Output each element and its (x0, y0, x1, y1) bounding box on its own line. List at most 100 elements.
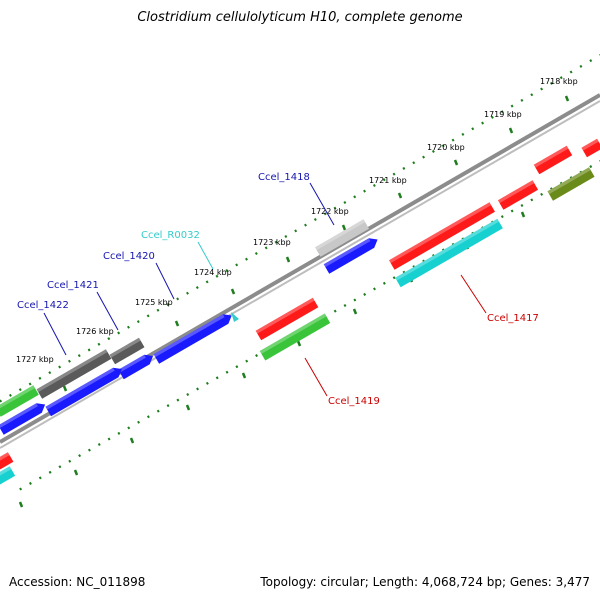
outer-tick-dot (323, 212, 327, 216)
inner-tick-dot (176, 398, 180, 402)
backbone-line-inner (0, 100, 600, 449)
major-tick (508, 127, 514, 134)
outer-tick-dot (48, 371, 52, 375)
outer-tick-dot (431, 149, 435, 153)
inner-tick-dot (137, 420, 141, 424)
outer-tick-dot (422, 155, 426, 159)
inner-tick-dot (245, 359, 249, 363)
gene-features (0, 138, 600, 485)
gene-label-leader (460, 274, 487, 314)
outer-tick-dot (481, 121, 485, 125)
outer-tick-dot (313, 217, 317, 222)
inner-tick-dot (373, 287, 376, 291)
outer-tick-dot (530, 93, 534, 97)
inner-tick-dot (68, 459, 72, 463)
outer-tick-dot (156, 308, 160, 312)
tick-label: 1722 kbp (311, 207, 349, 216)
outer-tick-dot (412, 161, 416, 165)
gene-forward-e-highlight (255, 297, 315, 334)
gene-cyan-left-body (0, 466, 16, 485)
inner-tick-dot (58, 465, 62, 469)
inner-tick-dot (353, 298, 357, 302)
outer-tick-dot (294, 229, 298, 233)
gene-reverse-b-body (153, 314, 232, 364)
outer-tick-dot (343, 200, 347, 204)
gene-label-leader (304, 357, 328, 397)
gene-reverse-c-highlight (118, 354, 146, 373)
outer-tick-dot (245, 257, 248, 261)
gene-forward-f-highlight (0, 452, 10, 461)
gene-forward-a (533, 145, 573, 175)
major-tick (230, 288, 236, 295)
gene-lightgray-body (315, 219, 369, 257)
inner-tick-dot (363, 292, 367, 296)
outer-tick-dot (451, 138, 455, 142)
tick-label: 1723 kbp (253, 238, 291, 247)
outer-tick-dot (8, 393, 12, 397)
gene-label: Ccel_R0032 (141, 230, 200, 241)
gene-label: Ccel_1419 (328, 396, 380, 407)
gene-reverse-a-highlight (323, 238, 371, 268)
outer-tick-dot (87, 348, 91, 352)
inner-major-tick (520, 211, 526, 218)
map-title: Clostridium cellulolyticum H10, complete… (137, 10, 463, 25)
gene-forward-d-body (389, 202, 495, 270)
inner-major-tick (73, 469, 79, 476)
gene-forward-f (0, 452, 14, 470)
gene-labels: Ccel_1418Ccel_R0032Ccel_1420Ccel_1421Cce… (17, 172, 539, 407)
inner-tick-dot (520, 203, 524, 207)
outer-tick-dot (215, 274, 219, 278)
inner-tick-dot (38, 476, 42, 480)
outer-tick-dot (490, 115, 494, 119)
gene-forward-c-body (497, 180, 539, 210)
inner-tick-dot (107, 437, 111, 441)
outer-tick-dot (136, 320, 140, 324)
gene-label: Ccel_1420 (103, 251, 155, 262)
gene-green-highlight (259, 313, 327, 354)
outer-tick-dot (235, 263, 239, 267)
outer-tick-dot (195, 286, 199, 290)
outer-tick-dot (353, 195, 357, 199)
gene-reverse-c (118, 354, 154, 380)
accession-text: Accession: NC_011898 (9, 575, 146, 589)
tick-label: 1724 kbp (194, 268, 232, 277)
tick-label: 1727 kbp (16, 355, 54, 364)
inner-tick-dot (146, 415, 150, 419)
outer-tick-dot (333, 206, 337, 210)
gene-dark-a-body (36, 349, 112, 399)
gene-green-left-body (0, 385, 39, 417)
backbone (0, 93, 600, 449)
major-tick (174, 320, 180, 327)
gene-label: Ccel_1417 (487, 313, 539, 324)
gene-reverse-b (153, 314, 232, 364)
inner-tick-dot (117, 431, 121, 435)
inner-tick-dot (540, 192, 544, 196)
outer-tick-dot (67, 359, 71, 363)
inner-major-tick (352, 308, 358, 315)
tick-label: 1725 kbp (135, 298, 173, 307)
gene-reverse-d-body (45, 367, 122, 417)
gene-dark-a (36, 349, 112, 399)
outer-tick-dot (97, 342, 101, 346)
major-tick (285, 256, 291, 263)
tick-label: 1719 kbp (484, 110, 522, 119)
gene-green-left-highlight (0, 385, 35, 409)
gene-cyan-left-highlight (0, 466, 12, 476)
gene-cyan-left (0, 466, 16, 485)
inner-tick-dot (186, 392, 190, 397)
genome-summary: Topology: circular; Length: 4,068,724 bp… (260, 575, 590, 589)
inner-tick-dot (205, 381, 209, 385)
gene-reverse-d (45, 367, 122, 417)
gene-forward-b-highlight (581, 138, 599, 151)
gene-olive (547, 167, 595, 201)
gene-forward-a-body (533, 145, 573, 175)
inner-tick-dot (196, 387, 200, 391)
gene-reverse-e-body (0, 403, 46, 435)
tick-label: 1726 kbp (76, 327, 114, 336)
gene-label-leader (43, 312, 67, 356)
outer-tick-dot (77, 354, 81, 358)
gene-dark-b-body (109, 337, 145, 365)
trna-marker (231, 312, 239, 322)
gene-forward-e-body (255, 297, 319, 341)
major-tick (564, 95, 570, 102)
